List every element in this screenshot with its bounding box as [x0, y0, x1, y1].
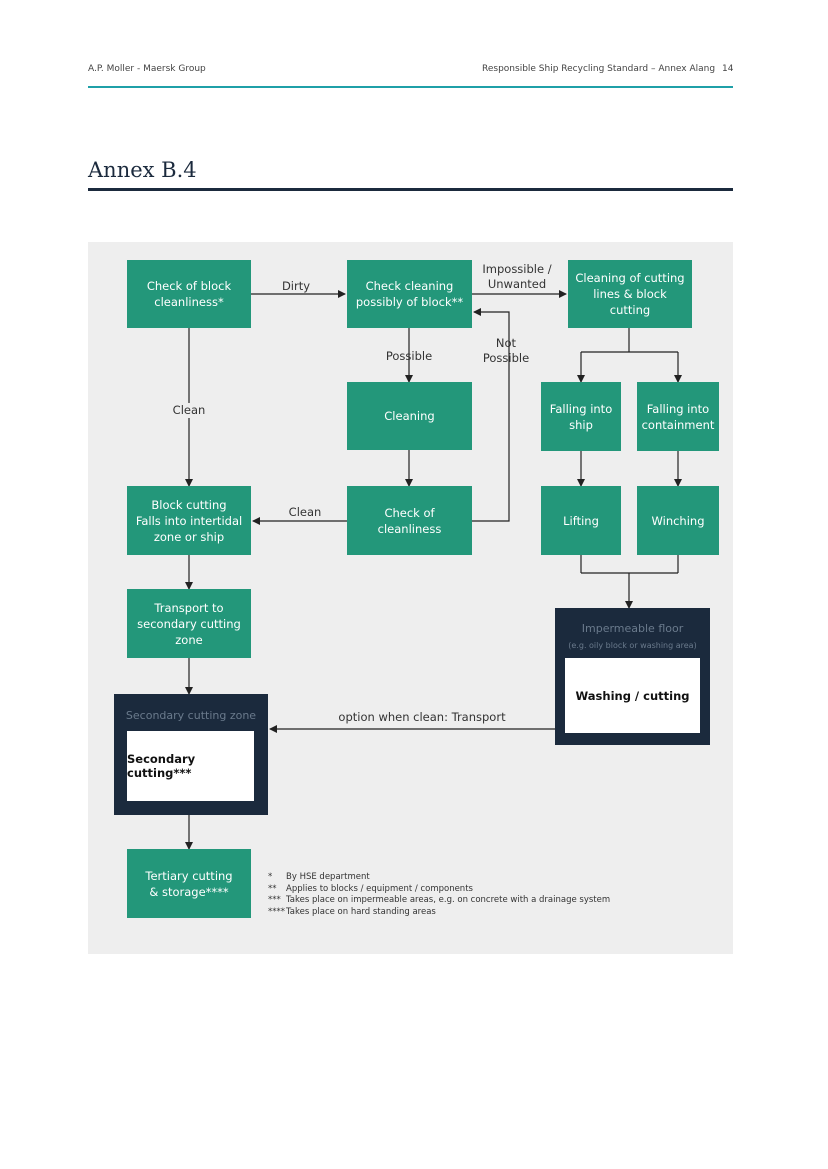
header-rule: [88, 86, 733, 88]
check-of-cleanliness-box: Check of cleanliness: [347, 486, 472, 555]
header-right: Responsible Ship Recycling Standard – An…: [482, 64, 716, 74]
footnote-item: ***Takes place on impermeable areas, e.g…: [268, 895, 611, 905]
tertiary-cutting-box: Tertiary cutting & storage****: [127, 849, 251, 918]
footnotes: *By HSE department **Applies to blocks /…: [268, 872, 610, 918]
title-rule: [88, 188, 733, 191]
label-clean-left: Clean: [168, 403, 210, 418]
label-option-transport: option when clean: Transport: [338, 710, 506, 724]
impermeable-caption: Impermeable floor: [581, 622, 684, 635]
falling-into-containment-box: Falling into containment: [637, 382, 719, 451]
transport-box: Transport to secondary cutting zone: [127, 589, 251, 658]
footnote-item: **Applies to blocks / equipment / compon…: [268, 883, 473, 894]
check-cleaning-box: Check cleaning possibly of block**: [347, 260, 472, 328]
cleaning-box: Cleaning: [347, 382, 472, 450]
lifting-box: Lifting: [541, 486, 621, 555]
impermeable-subcaption: (e.g. oily block or washing area): [568, 641, 697, 650]
secondary-cutting-box: Secondary cutting***: [127, 731, 254, 801]
label-dirty: Dirty: [281, 279, 311, 293]
label-possible: Possible: [385, 349, 433, 363]
page-number: 14: [722, 64, 734, 74]
block-cutting-box: Block cutting Falls into intertidal zone…: [127, 486, 251, 555]
page-title: Annex B.4: [88, 158, 197, 182]
washing-cutting-box: Washing / cutting: [565, 658, 700, 733]
check-block-cleanliness-box: Check of block cleanliness*: [127, 260, 251, 328]
label-not-possible: Not Possible: [482, 336, 530, 365]
footnote-item: ****Takes place on hard standing areas: [268, 906, 436, 917]
impermeable-floor-zone: Impermeable floor (e.g. oily block or wa…: [555, 608, 710, 745]
falling-into-ship-box: Falling into ship: [541, 382, 621, 451]
label-clean-mid: Clean: [288, 505, 322, 519]
secondary-cutting-zone: Secondary cutting zone Secondary cutting…: [114, 694, 268, 815]
cleaning-cutting-lines-box: Cleaning of cutting lines & block cuttin…: [568, 260, 692, 328]
arrow-not-possible: [470, 308, 510, 522]
secondary-zone-caption: Secondary cutting zone: [125, 709, 257, 722]
label-impossible: Impossible / Unwanted: [482, 262, 552, 291]
footnote-item: *By HSE department: [268, 872, 370, 882]
header-left: A.P. Moller - Maersk Group: [88, 64, 206, 74]
winching-box: Winching: [637, 486, 719, 555]
